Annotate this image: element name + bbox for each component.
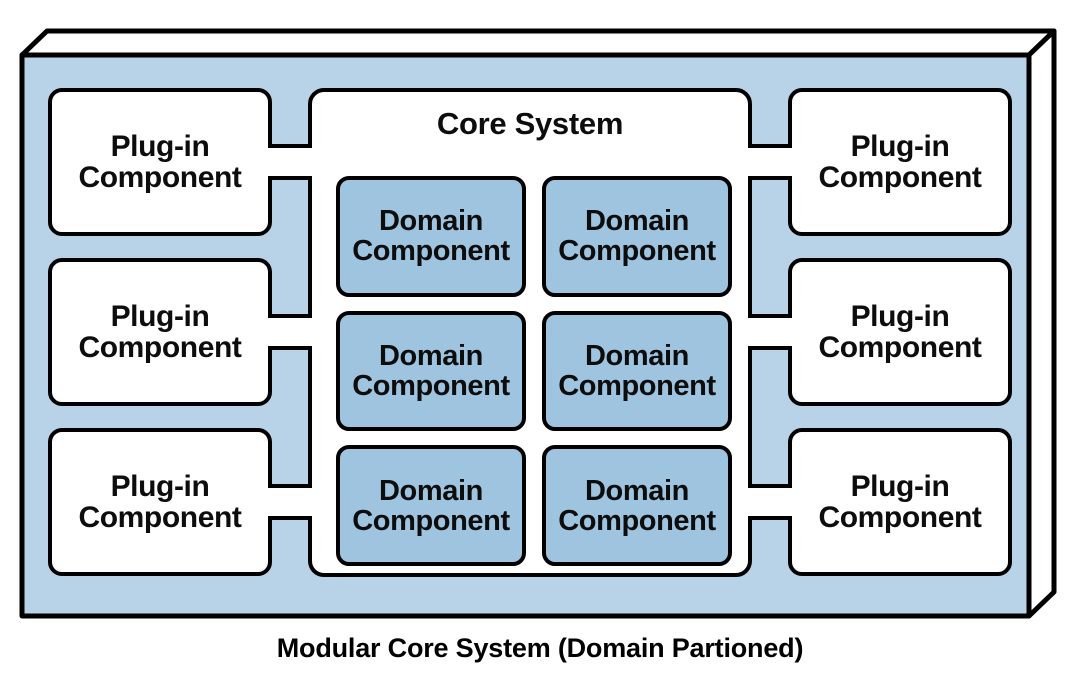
connector-right-2 [748,314,792,350]
domain-component-2-line2: Component [558,235,716,268]
domain-component-4-line1: Domain [585,339,689,372]
plugin-component-left-2-line2: Component [78,331,242,364]
domain-component-2[interactable]: Domain Component [542,176,732,297]
diagram-caption: Modular Core System (Domain Partioned) [276,633,804,663]
domain-component-5[interactable]: Domain Component [336,445,526,566]
plugin-component-left-3-line1: Plug-in [110,469,210,503]
plugin-component-right-3-line1: Plug-in [850,469,950,503]
plugin-component-right-2-line2: Component [818,331,982,364]
container-top-face [19,28,1057,58]
plugin-component-left-1[interactable]: Plug-in Component [48,88,272,236]
plugin-component-right-3[interactable]: Plug-in Component [788,428,1012,576]
connector-right-3 [748,484,792,520]
core-system-title: Core System [436,106,624,141]
domain-component-4-line2: Component [558,369,716,402]
domain-component-3[interactable]: Domain Component [336,310,526,432]
connector-right-1 [748,144,792,180]
domain-component-4[interactable]: Domain Component [542,310,732,432]
domain-component-5-line2: Component [352,504,510,537]
plugin-component-right-1[interactable]: Plug-in Component [788,88,1012,236]
core-system-box[interactable]: Core System Domain Component Domain Comp… [308,88,752,577]
container-right-face [1026,28,1057,619]
plugin-component-left-1-line1: Plug-in [110,129,210,163]
domain-component-6[interactable]: Domain Component [542,445,732,566]
domain-component-3-line2: Component [352,369,510,402]
plugin-component-right-2[interactable]: Plug-in Component [788,258,1012,406]
plugin-component-right-1-line2: Component [818,161,982,194]
plugin-component-left-3[interactable]: Plug-in Component [48,428,272,576]
domain-component-6-line1: Domain [585,474,689,507]
domain-component-1-line2: Component [352,235,510,268]
connector-left-1 [268,144,312,180]
domain-component-2-line1: Domain [585,205,689,238]
plugin-component-right-3-line2: Component [818,501,982,534]
domain-component-grid: Domain Component Domain Component Domain… [336,176,732,566]
plugin-component-right-1-line1: Plug-in [850,129,950,163]
domain-component-1-line1: Domain [379,205,483,238]
plugin-component-left-2-line1: Plug-in [110,299,210,333]
connector-left-3 [268,484,312,520]
domain-component-3-line1: Domain [379,339,483,372]
plugin-component-left-3-line2: Component [78,501,242,534]
domain-component-1[interactable]: Domain Component [336,176,526,297]
connector-left-2 [268,314,312,350]
domain-component-5-line1: Domain [379,474,483,507]
plugin-component-left-1-line2: Component [78,161,242,194]
plugin-component-left-2[interactable]: Plug-in Component [48,258,272,406]
plugin-component-right-2-line1: Plug-in [850,299,950,333]
domain-component-6-line2: Component [558,504,716,537]
